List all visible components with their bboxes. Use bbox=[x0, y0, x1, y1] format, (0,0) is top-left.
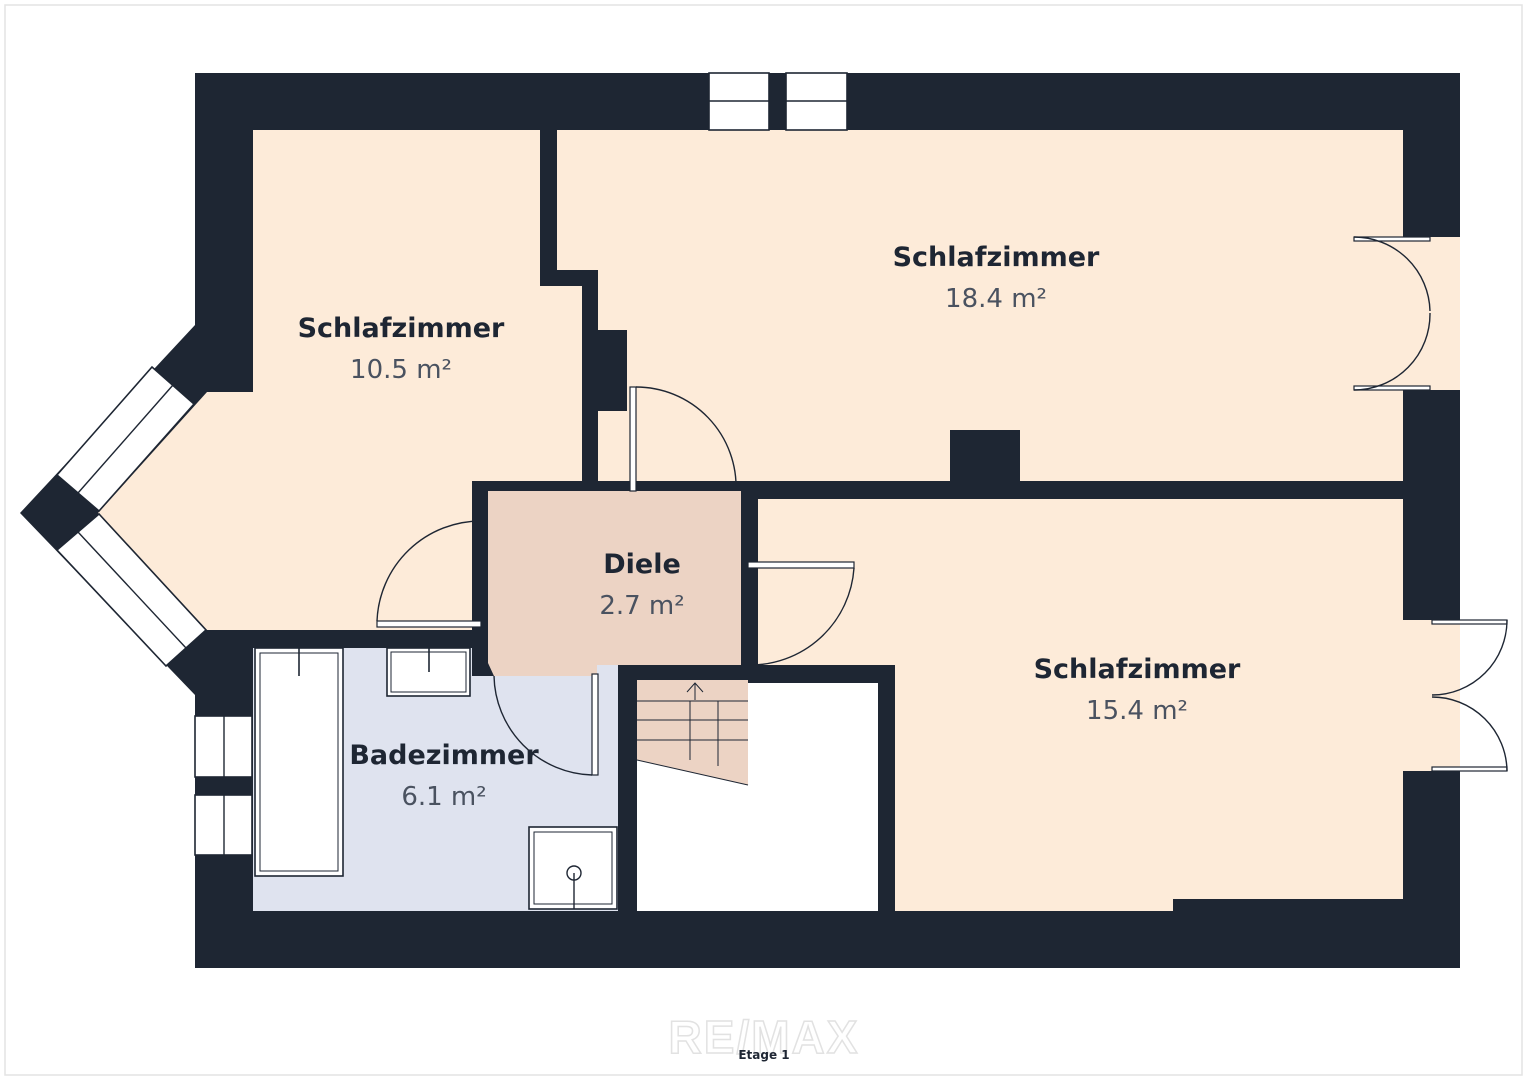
remax-watermark: RE/MAX bbox=[669, 1011, 860, 1063]
room-area-bedroom-right: 15.4 m² bbox=[1086, 696, 1188, 726]
room-floor-bathroom bbox=[253, 648, 618, 911]
stairs bbox=[636, 682, 749, 786]
window-bay-lower bbox=[55, 512, 208, 668]
door-bathroom bbox=[493, 673, 599, 776]
shower bbox=[528, 826, 618, 910]
room-floor-bedroom-right bbox=[758, 499, 1403, 911]
window-bathroom bbox=[194, 715, 253, 856]
room-area-hall: 2.7 m² bbox=[599, 591, 684, 621]
window-bay-upper bbox=[55, 365, 196, 513]
room-area-bedroom-top: 18.4 m² bbox=[945, 284, 1047, 314]
room-floor-bedroom-top bbox=[557, 130, 1403, 481]
door-bedroom-top bbox=[629, 386, 737, 492]
window-top bbox=[708, 72, 848, 131]
room-name-bedroom-top: Schlafzimmer bbox=[893, 242, 1100, 273]
sink bbox=[386, 647, 471, 697]
opening-right-lower bbox=[1403, 620, 1460, 771]
opening-right-upper bbox=[1403, 237, 1460, 390]
room-name-bedroom-right: Schlafzimmer bbox=[1034, 654, 1241, 685]
door-bedroom-right bbox=[747, 561, 855, 666]
room-area-bathroom: 6.1 m² bbox=[401, 782, 486, 812]
balcony-door-upper bbox=[1353, 236, 1431, 391]
room-floor-hall bbox=[488, 491, 741, 676]
room-name-bathroom: Badezimmer bbox=[349, 740, 539, 771]
floor-label: Etage 1 bbox=[738, 1048, 789, 1062]
balcony-door-lower bbox=[1431, 619, 1508, 772]
bathtub bbox=[254, 647, 344, 877]
room-area-bedroom-left: 10.5 m² bbox=[350, 355, 452, 385]
room-name-hall: Diele bbox=[603, 549, 681, 580]
door-bedroom-left bbox=[376, 520, 482, 628]
room-name-bedroom-left: Schlafzimmer bbox=[298, 313, 505, 344]
stairs-floor bbox=[637, 680, 748, 785]
room-floor-bedroom-left bbox=[98, 130, 582, 630]
